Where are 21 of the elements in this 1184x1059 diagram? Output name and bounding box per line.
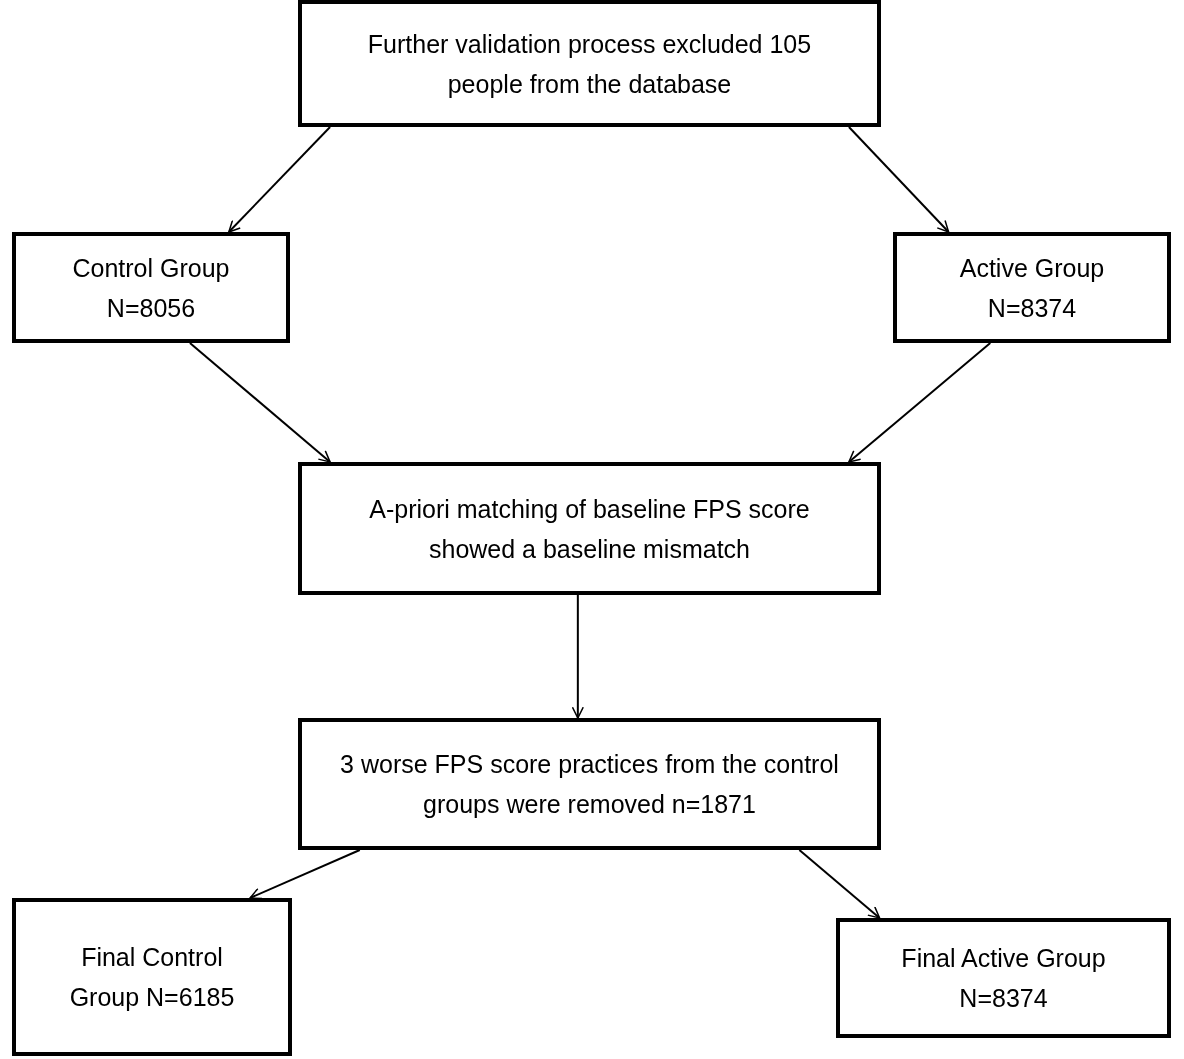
box-text: Further validation process excluded 105 people from the database [366, 28, 813, 100]
box-text: Final Control Group N=6185 [69, 942, 235, 1013]
arrow [798, 849, 881, 919]
process-box [12, 898, 292, 1056]
process-box [893, 232, 1171, 343]
box-text: Active Group N=8374 [958, 252, 1106, 324]
box-text: Final Active Group N=8374 [900, 943, 1107, 1014]
box-text: 3 worse FPS score practices from the control groups were removed n=1871 [339, 749, 840, 820]
arrow [227, 126, 332, 233]
process-box [298, 0, 881, 127]
arrow [249, 849, 361, 900]
arrow [847, 126, 950, 233]
process-box [298, 462, 881, 595]
box-text: Control Group N=8056 [71, 252, 231, 324]
arrow [188, 342, 332, 463]
arrow [847, 342, 992, 463]
process-box [298, 718, 881, 850]
arrow [571, 594, 584, 719]
process-box [12, 232, 290, 343]
process-box [836, 918, 1171, 1038]
box-text: A-priori matching of baseline FPS score showed a baseline mismatch [368, 493, 811, 565]
